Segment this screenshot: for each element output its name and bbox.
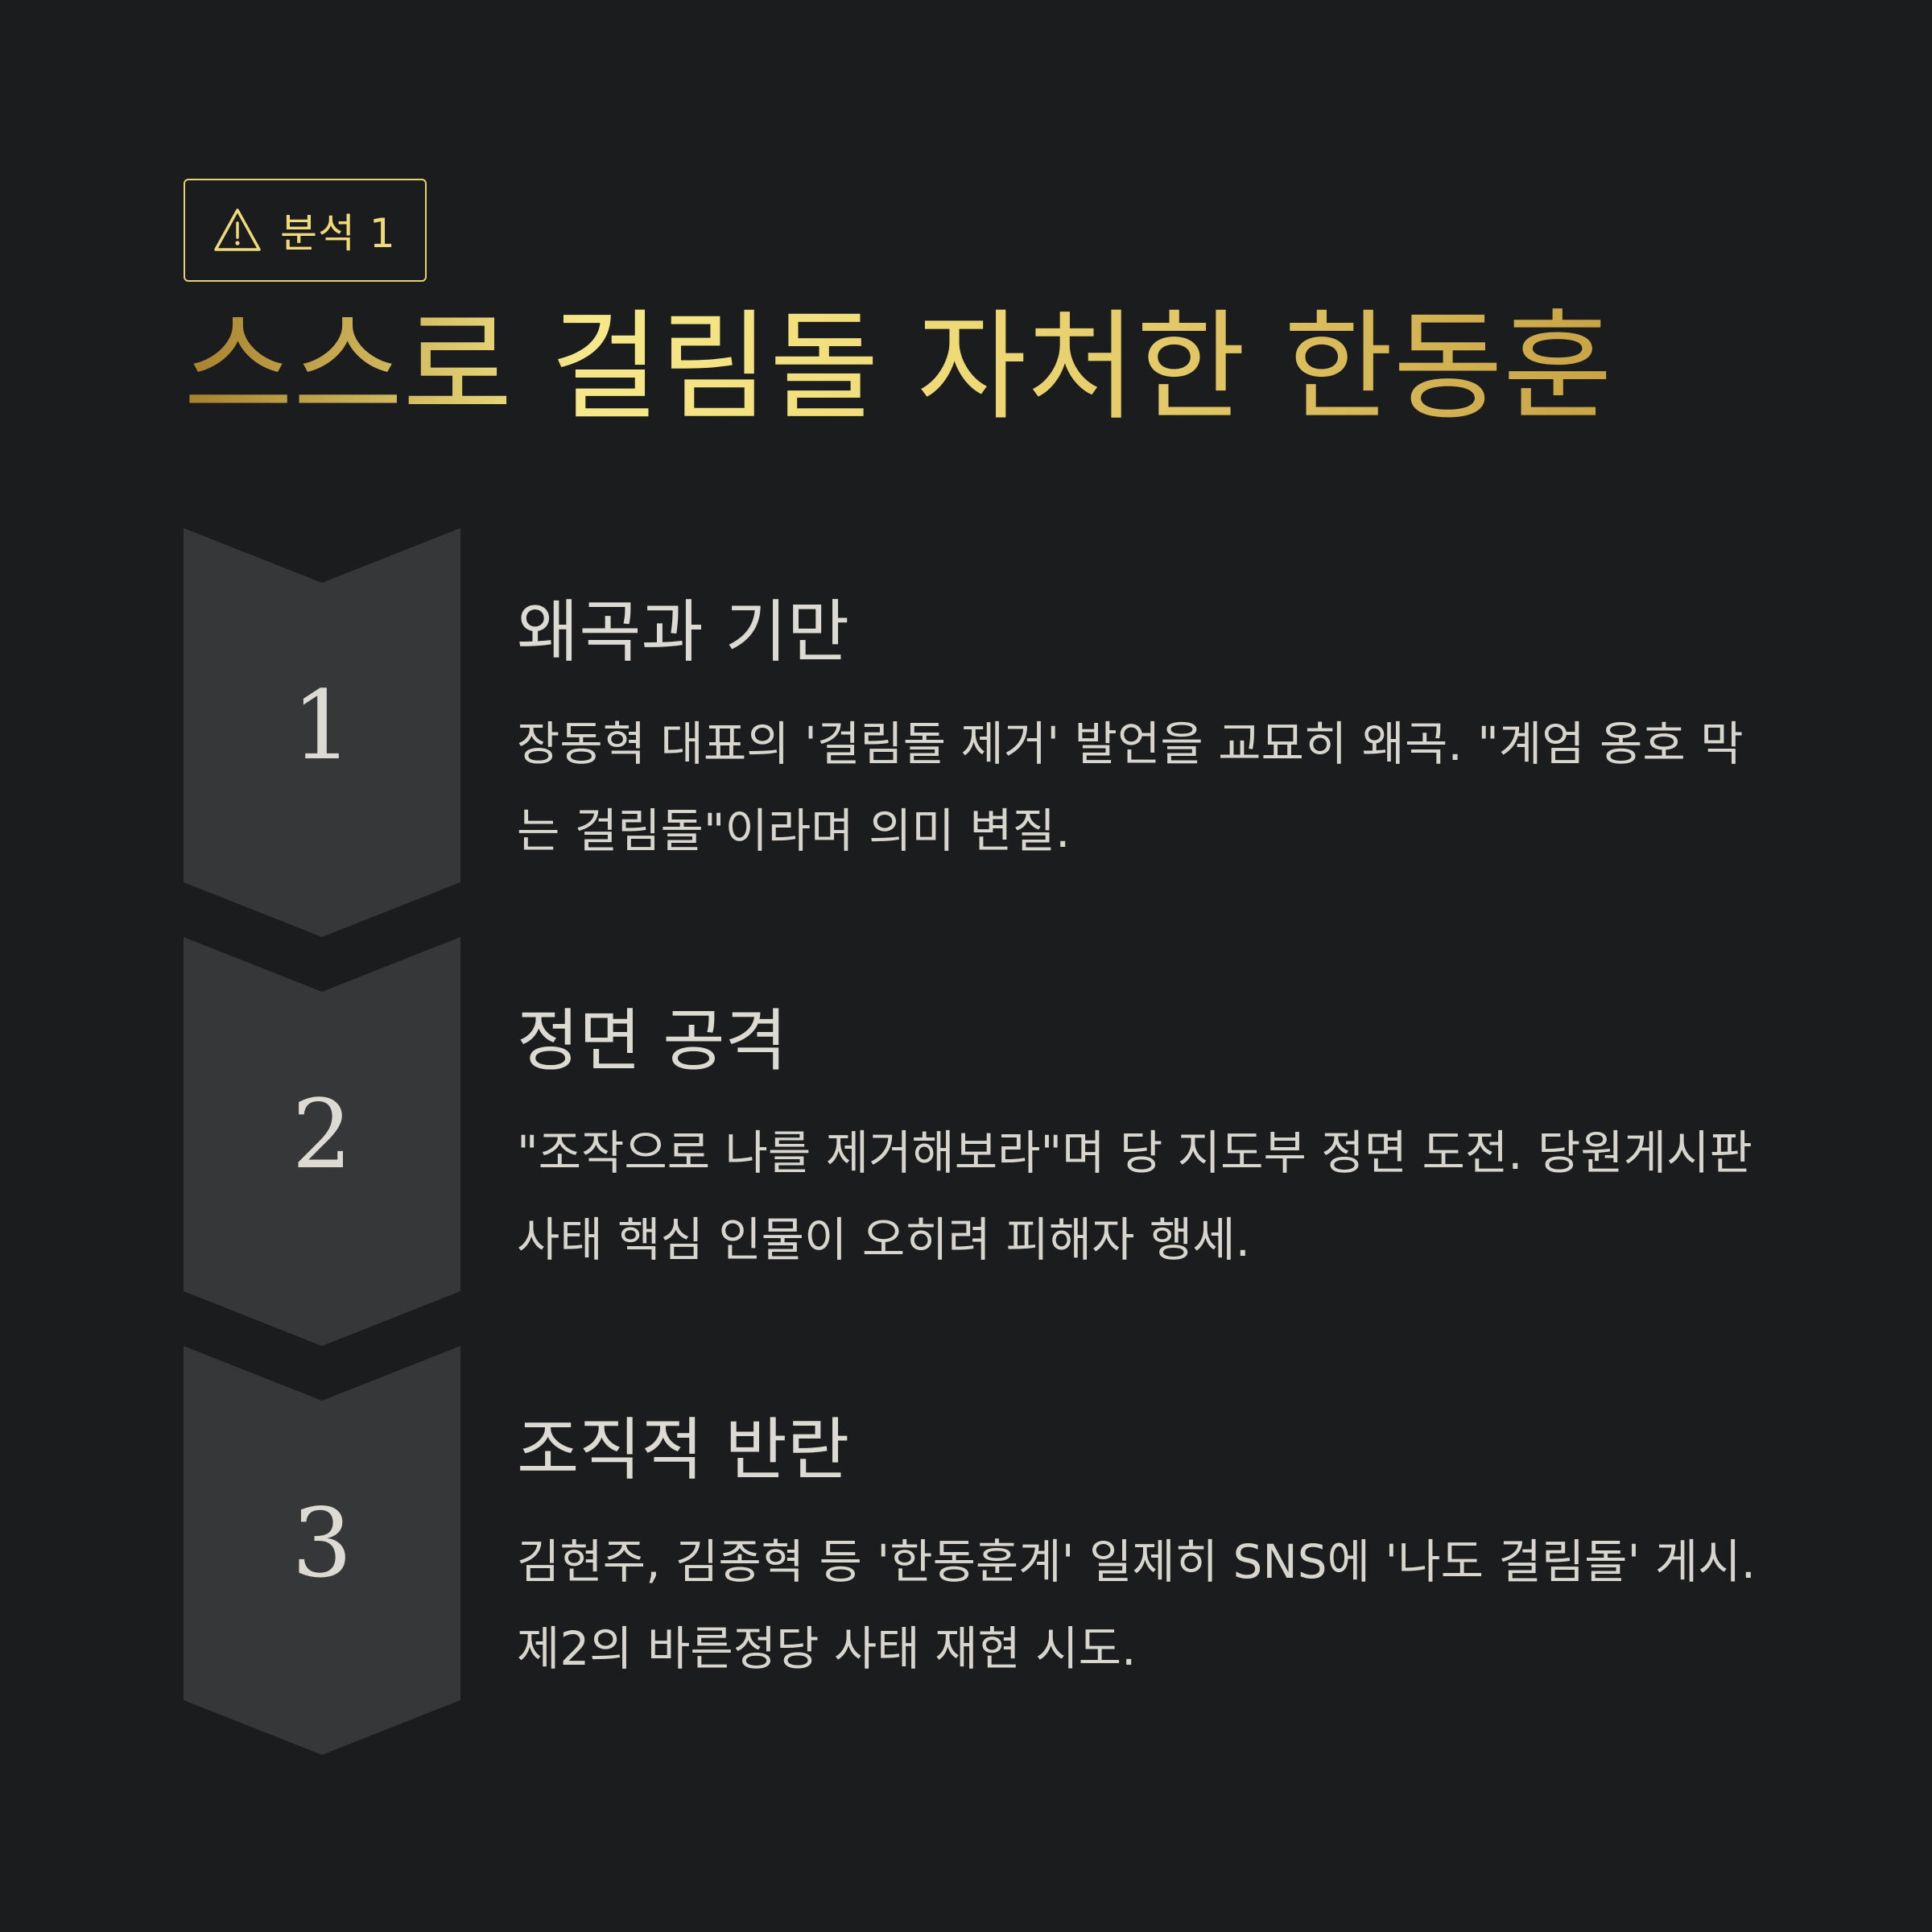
step-body-1: 장동혁 대표의 '걸림돌 제거' 발언을 교묘히 왜곡. "계엄 옹호 막는 걸… xyxy=(517,716,1744,858)
step-heading-2: 정면 공격 xyxy=(517,1001,787,1080)
analysis-badge: 분석 1 xyxy=(184,179,427,282)
step-heading-1: 왜곡과 기만 xyxy=(517,592,850,671)
step-chevron-3 xyxy=(184,1346,460,1755)
warning-triangle-icon xyxy=(214,208,261,251)
page-title: 스스로 걸림돌 자처한 한동훈 xyxy=(184,296,1612,440)
step-number-3: 3 xyxy=(291,1488,353,1599)
step-number-2: 2 xyxy=(291,1079,353,1190)
step-heading-3: 조직적 반란 xyxy=(517,1410,850,1489)
step-body-2: "조작으로 나를 제거해보라"며 당 지도부 정면 도전. 당원게시판 사태 핵… xyxy=(517,1125,1752,1267)
badge-label: 분석 1 xyxy=(280,210,396,257)
step-number-1: 1 xyxy=(291,670,353,781)
step-chevron-2 xyxy=(184,937,460,1346)
step-body-3: 김현주, 김종혁 등 '한동훈계' 일제히 SNS에 '나도 걸림돌' 게시. … xyxy=(517,1534,1757,1676)
step-chevron-1 xyxy=(184,528,460,937)
